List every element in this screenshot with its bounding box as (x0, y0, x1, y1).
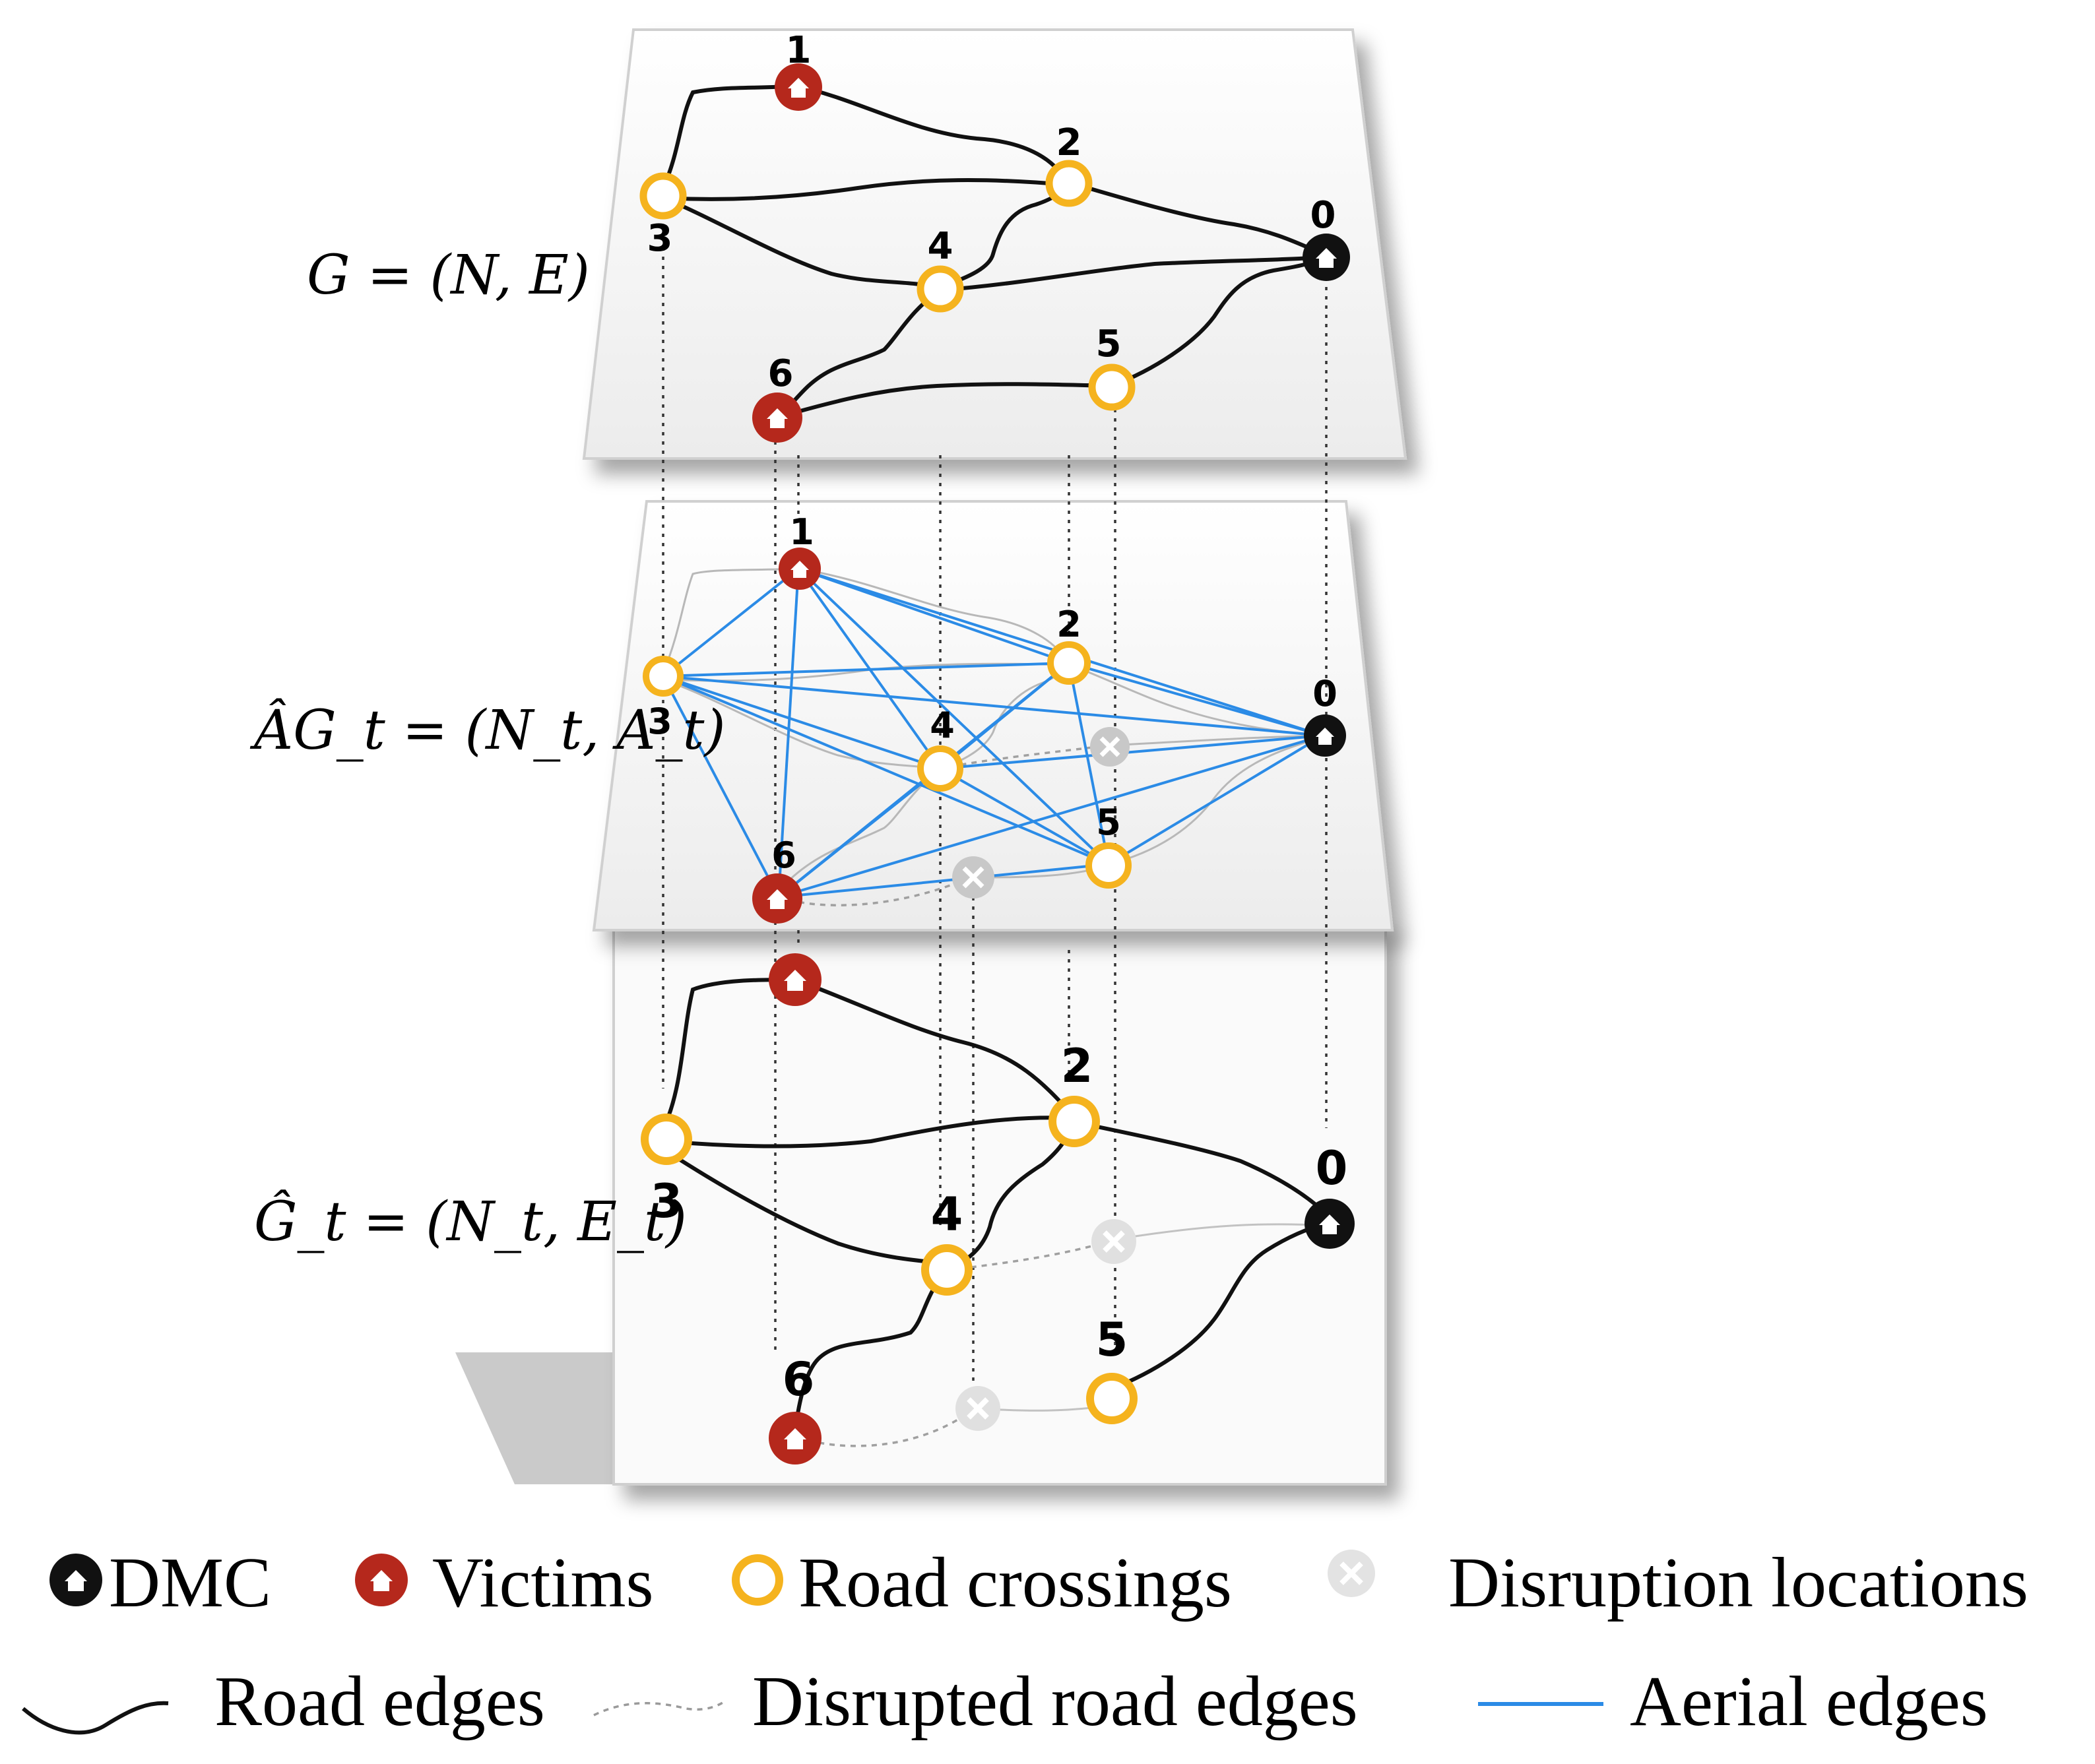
ring-icon (1047, 641, 1091, 685)
node-label-2: 2 (1056, 121, 1082, 164)
node-label-0: 0 (1316, 1141, 1348, 1195)
middle-node-labels: 1 2 3 4 0 5 6 (647, 511, 1338, 876)
house-icon (1305, 1199, 1355, 1249)
ring-icon (1088, 363, 1136, 411)
house-icon (1304, 714, 1346, 757)
projection-lines (662, 247, 1328, 1385)
equation-middle: ÂG_t = (N_t, A_t) (249, 698, 726, 762)
cross-icon (1091, 1219, 1136, 1264)
house-icon (49, 1554, 102, 1606)
legend: DMC Victims Road crossings Disruption lo… (22, 1544, 2028, 1741)
legend-aerial-edges-label: Aerial edges (1630, 1662, 1988, 1741)
ring-icon (1085, 842, 1132, 889)
legend-road-crossings: Road crossings (732, 1544, 1232, 1622)
house-icon (775, 63, 822, 111)
top-road-edges (661, 84, 1325, 419)
cross-icon (1328, 1550, 1375, 1597)
equation-bottom: Ĝ_t = (N_t, E_t) (254, 1189, 687, 1253)
ring-icon (1086, 1373, 1138, 1424)
node-label-2: 2 (1056, 604, 1081, 645)
cross-icon (955, 1386, 1000, 1431)
top-nodes (639, 63, 1350, 443)
legend-disrupted-road-edges-label: Disrupted road edges (752, 1662, 1358, 1741)
node-label-6: 6 (783, 1352, 815, 1406)
house-icon (355, 1554, 408, 1606)
legend-aerial-edges: Aerial edges (1478, 1662, 1988, 1741)
house-icon (752, 393, 802, 443)
house-icon (752, 873, 802, 924)
node-label-5: 5 (1096, 1313, 1128, 1367)
top-node-labels: 1 2 3 4 0 5 6 (647, 29, 1336, 395)
house-icon (769, 1412, 822, 1465)
node-label-6: 6 (768, 352, 794, 395)
ring-icon (643, 656, 684, 697)
node-label-4: 4 (928, 225, 953, 268)
node-label-2: 2 (1061, 1039, 1093, 1093)
node-label-4: 4 (931, 1187, 963, 1242)
node-label-6: 6 (771, 835, 796, 876)
cross-icon (1090, 727, 1130, 767)
ring-icon (1045, 160, 1093, 207)
bottom-node-labels: 2 3 4 0 5 6 (651, 1039, 1348, 1406)
legend-disruption-locations-label: Disruption locations (1448, 1544, 2028, 1622)
disrupted-edge-line-icon (593, 1699, 727, 1717)
node-label-3: 3 (651, 1174, 683, 1228)
road-edge-line-icon (22, 1701, 169, 1735)
legend-victims: Victims (355, 1544, 654, 1622)
legend-road-edges-label: Road edges (214, 1662, 545, 1741)
house-icon (779, 548, 821, 590)
ring-icon (639, 172, 687, 220)
house-icon (1303, 234, 1350, 281)
legend-dmc: DMC (49, 1544, 271, 1622)
equation-top: G = (N, E) (307, 244, 590, 307)
legend-road-crossings-label: Road crossings (798, 1544, 1232, 1622)
node-label-3: 3 (647, 701, 672, 742)
middle-nodes (643, 548, 1346, 924)
legend-disrupted-road-edges: Disrupted road edges (593, 1662, 1358, 1741)
node-label-0: 0 (1312, 673, 1338, 714)
ring-icon (641, 1114, 692, 1165)
node-label-4: 4 (930, 705, 955, 746)
node-label-1: 1 (786, 29, 812, 72)
ring-icon (921, 1244, 973, 1296)
node-label-1: 1 (789, 511, 814, 553)
ring-icon (732, 1554, 783, 1606)
legend-disruption-locations: Disruption locations (1328, 1544, 2028, 1622)
node-label-0: 0 (1310, 194, 1336, 237)
equations: G = (N, E) ÂG_t = (N_t, A_t) Ĝ_t = (N_t,… (249, 244, 726, 1253)
node-label-5: 5 (1096, 323, 1122, 365)
bottom-disrupted-edges (798, 1240, 1109, 1447)
bottom-nodes (641, 953, 1355, 1465)
legend-dmc-label: DMC (109, 1544, 271, 1622)
ring-icon (917, 745, 963, 792)
house-icon (769, 953, 822, 1006)
node-label-5: 5 (1096, 802, 1121, 843)
node-label-3: 3 (647, 217, 673, 260)
ring-icon (1048, 1096, 1100, 1147)
ring-icon (917, 265, 964, 313)
bottom-road-edges (664, 978, 1332, 1433)
legend-road-edges: Road edges (22, 1662, 545, 1741)
cross-icon (952, 856, 994, 898)
legend-victims-label: Victims (432, 1544, 654, 1622)
